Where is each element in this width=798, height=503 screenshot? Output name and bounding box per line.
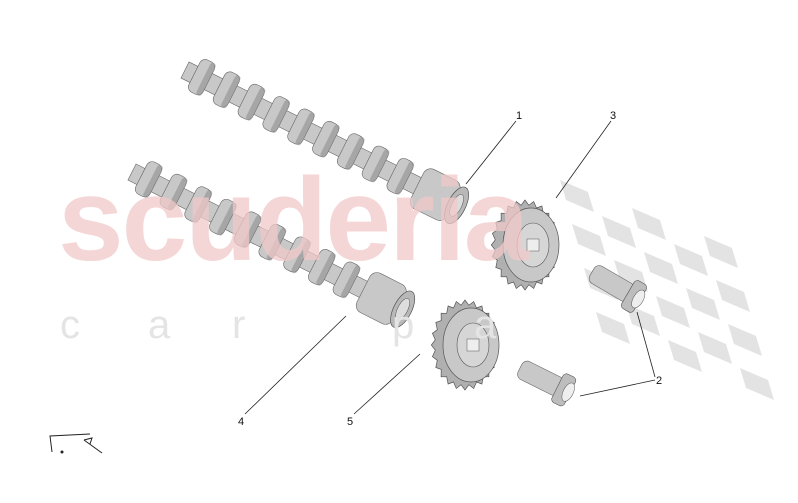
flag-square (626, 304, 660, 336)
callout-1[interactable]: 1 (516, 110, 522, 122)
bolt-upper[interactable] (584, 258, 651, 315)
flag-square (602, 216, 636, 248)
leader-lines (244, 120, 656, 415)
callout-3[interactable]: 3 (610, 110, 616, 122)
orientation-arrow-icon (49, 433, 103, 454)
flag-square (632, 208, 666, 240)
callout-2[interactable]: 2 (656, 375, 662, 387)
camshaft-upper[interactable] (175, 50, 474, 229)
flag-square (668, 340, 702, 372)
timing-gear-lower[interactable] (430, 299, 500, 391)
svg-text:a: a (474, 303, 497, 347)
timing-gear-upper[interactable] (490, 199, 560, 291)
flag-square (674, 244, 708, 276)
flag-square (572, 224, 606, 256)
flag-square (704, 236, 738, 268)
svg-text:r: r (232, 303, 245, 347)
svg-text:c: c (60, 303, 80, 347)
flag-square (686, 288, 720, 320)
callout-4[interactable]: 4 (238, 416, 244, 428)
svg-text:p: p (392, 303, 414, 347)
flag-square (740, 368, 774, 400)
checkered-flag-watermark (560, 180, 774, 400)
watermark-tagline: c a r p a (60, 303, 497, 347)
svg-text:a: a (148, 303, 171, 347)
flag-square (698, 332, 732, 364)
flag-square (716, 280, 750, 312)
callout-5[interactable]: 5 (347, 416, 353, 428)
flag-square (644, 252, 678, 284)
watermark-brand: scuderia (58, 154, 531, 286)
flag-square (560, 180, 594, 212)
camshaft-lower[interactable] (122, 152, 421, 333)
flag-square (656, 296, 690, 328)
cam-lobe (283, 236, 311, 273)
flag-square (728, 324, 762, 356)
cam-lobe (287, 108, 315, 145)
bolt-lower[interactable] (513, 354, 580, 409)
flag-square (596, 312, 630, 344)
